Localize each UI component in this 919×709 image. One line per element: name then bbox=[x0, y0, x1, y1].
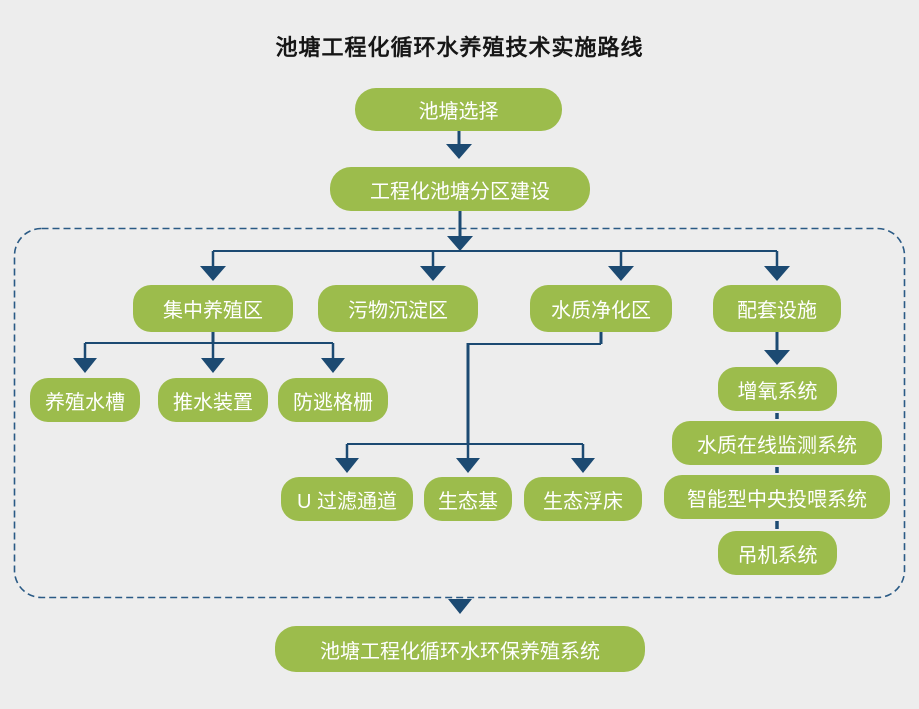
node-monitoring-system: 水质在线监测系统 bbox=[672, 421, 882, 465]
arrowhead-icon bbox=[608, 266, 634, 281]
arrowhead-icon bbox=[200, 266, 226, 281]
arrowhead-icon bbox=[456, 458, 480, 473]
node-eco-substrate: 生态基 bbox=[424, 477, 512, 521]
node-pond-selection: 池塘选择 bbox=[355, 88, 562, 131]
arrowhead-icon bbox=[446, 144, 472, 159]
node-eco-floating-bed: 生态浮床 bbox=[524, 477, 642, 521]
connector-breeding-children bbox=[73, 332, 345, 373]
node-oxygen-system: 增氧系统 bbox=[718, 367, 837, 411]
node-water-pusher: 推水装置 bbox=[158, 378, 268, 422]
connector-boundary-to-final bbox=[448, 599, 472, 614]
node-water-tank: 养殖水槽 bbox=[30, 378, 140, 422]
arrowhead-icon bbox=[448, 599, 472, 614]
node-feeding-system: 智能型中央投喂系统 bbox=[664, 475, 890, 519]
arrowhead-icon bbox=[764, 266, 790, 281]
connector-zoning-to-bar bbox=[447, 211, 473, 251]
arrowhead-icon bbox=[447, 236, 473, 251]
arrowhead-icon bbox=[335, 458, 359, 473]
node-purification-zone: 水质净化区 bbox=[530, 285, 672, 332]
node-final-system: 池塘工程化循环水环保养殖系统 bbox=[275, 626, 645, 672]
node-sediment-zone: 污物沉淀区 bbox=[318, 285, 478, 332]
connector-root-to-zoning bbox=[446, 131, 472, 159]
node-breeding-zone: 集中养殖区 bbox=[133, 285, 293, 332]
node-crane-system: 吊机系统 bbox=[718, 531, 837, 575]
arrowhead-icon bbox=[73, 358, 97, 373]
node-facilities: 配套设施 bbox=[713, 285, 841, 332]
connector-bar-to-zones bbox=[200, 250, 790, 281]
arrowhead-icon bbox=[571, 458, 595, 473]
diagram-title: 池塘工程化循环水养殖技术实施路线 bbox=[275, 35, 644, 60]
arrowhead-icon bbox=[321, 358, 345, 373]
node-zoning-construction: 工程化池塘分区建设 bbox=[330, 167, 590, 211]
node-u-filter-channel: U 过滤通道 bbox=[281, 477, 413, 521]
node-escape-grille: 防逃格栅 bbox=[278, 378, 388, 422]
arrowhead-icon bbox=[420, 266, 446, 281]
arrowhead-icon bbox=[201, 358, 225, 373]
arrowhead-icon bbox=[764, 350, 790, 365]
